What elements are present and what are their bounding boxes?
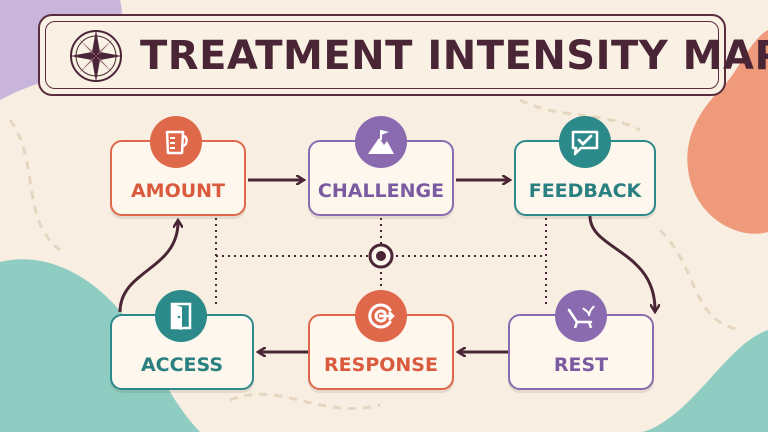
measuring-cup-icon (150, 116, 202, 168)
title-banner (38, 14, 726, 96)
title-banner-inner-border (45, 21, 719, 89)
page-title: TREATMENT INTENSITY MAP (140, 33, 768, 79)
node-feedback-label: FEEDBACK (528, 180, 642, 202)
node-amount-label: AMOUNT (130, 180, 226, 202)
mountain-flag-icon (355, 116, 407, 168)
node-feedback: FEEDBACK (514, 140, 656, 216)
arrow-access-to-amount (118, 222, 178, 313)
node-challenge-label: CHALLENGE (317, 180, 445, 202)
lounge-chair-icon (555, 290, 607, 342)
target-arrow-icon (355, 290, 407, 342)
speech-check-icon (559, 116, 611, 168)
open-door-icon (155, 290, 207, 342)
node-rest-label: REST (553, 354, 609, 376)
compass-rose-icon (70, 30, 122, 82)
arrow-feedback-to-rest (588, 215, 655, 310)
node-access-label: ACCESS (140, 354, 224, 376)
node-response-label: RESPONSE (324, 354, 438, 376)
